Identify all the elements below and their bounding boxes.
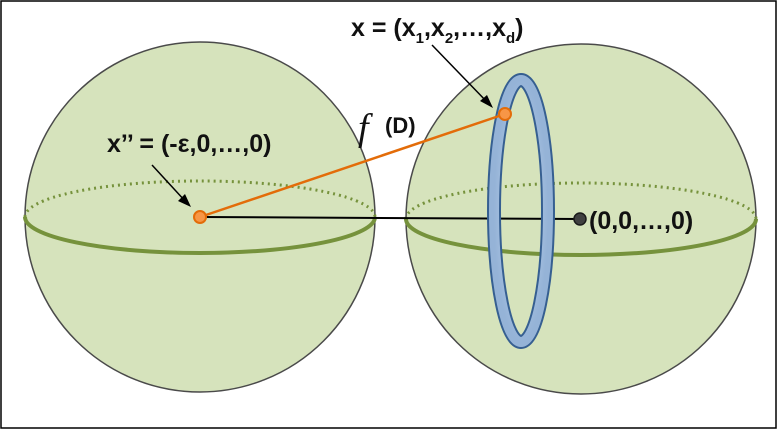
x-double-prime-arrow-head — [178, 194, 191, 207]
right-equator-front — [404, 218, 758, 257]
x-point — [498, 107, 512, 121]
x-double-prime-point — [193, 210, 207, 224]
distance-line — [199, 112, 506, 219]
left-equator-front — [23, 216, 377, 255]
origin-label: (0,0,…,0) — [589, 207, 693, 235]
blue-ring — [489, 75, 553, 347]
x-double-prime-label: x’’ = (-ε,0,…,0) — [107, 130, 271, 158]
x-label: x = (x1,x2,…,xd) — [351, 14, 523, 47]
axis-line — [199, 216, 581, 220]
f-argument: (D) — [385, 113, 416, 138]
x-double-prime-arrow-shaft — [151, 164, 187, 203]
x-arrow-head — [480, 95, 493, 108]
x-arrow-shaft — [431, 44, 489, 104]
origin-point — [573, 212, 587, 226]
